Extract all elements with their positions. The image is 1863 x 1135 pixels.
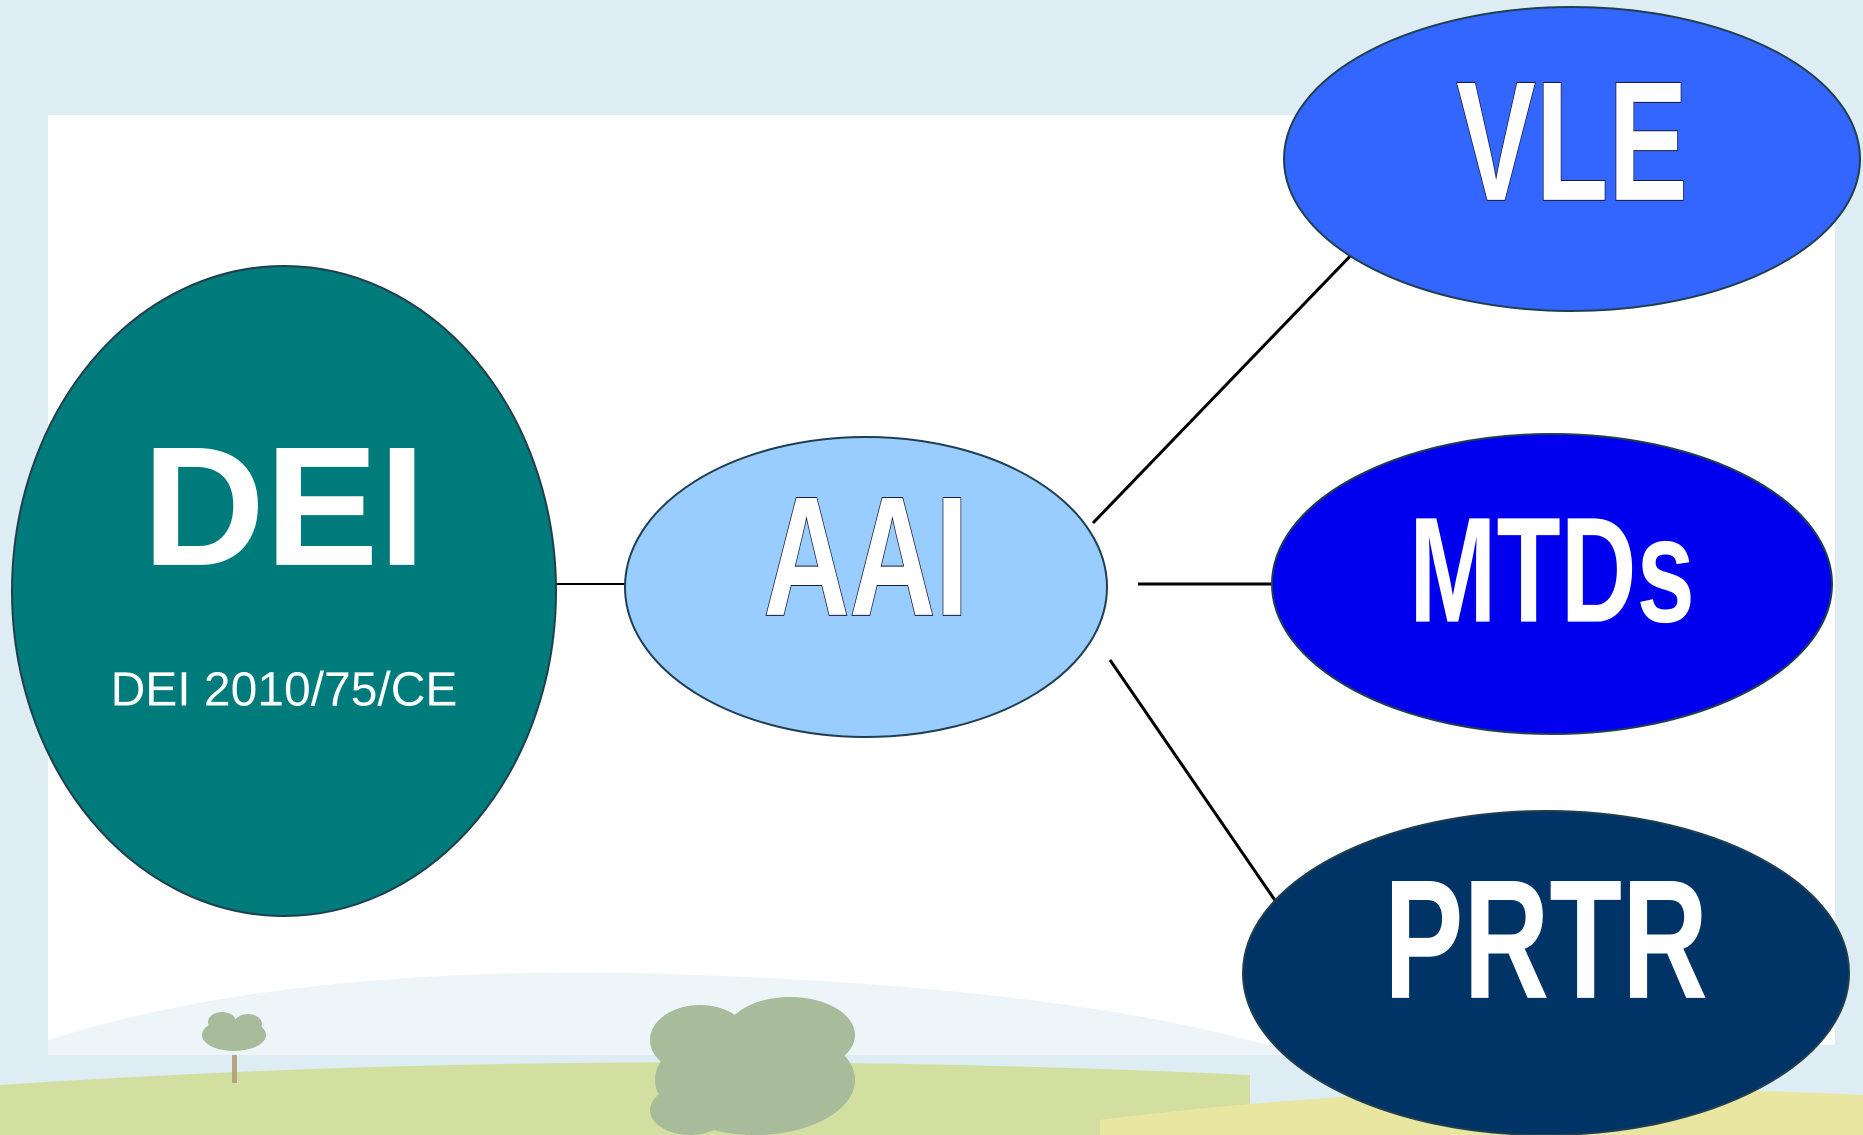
- node-aai-label: AAI: [764, 462, 969, 652]
- green-hill: [0, 1062, 1250, 1135]
- node-dei: DEI DEI 2010/75/CE: [11, 265, 557, 917]
- small-tree: [202, 1012, 266, 1083]
- node-mtds: MTDs: [1271, 433, 1833, 735]
- node-prtr: PRTR: [1242, 810, 1850, 1135]
- node-aai: AAI: [624, 436, 1108, 738]
- node-mtds-shape: [1271, 433, 1833, 735]
- node-dei-label: DEI: [142, 412, 425, 602]
- node-aai-shape: [624, 436, 1108, 738]
- node-mtds-label: MTDs: [1409, 487, 1695, 654]
- large-tree: [650, 997, 855, 1135]
- arrow-aai-to-vle: [1091, 220, 1385, 525]
- node-dei-shape: [11, 265, 557, 917]
- node-prtr-label: PRTR: [1384, 845, 1708, 1035]
- node-vle: VLE: [1283, 6, 1861, 312]
- node-prtr-shape: [1242, 810, 1850, 1135]
- node-dei-sublabel: DEI 2010/75/CE: [111, 664, 458, 717]
- node-vle-shape: [1283, 6, 1861, 312]
- node-vle-label: VLE: [1456, 47, 1687, 237]
